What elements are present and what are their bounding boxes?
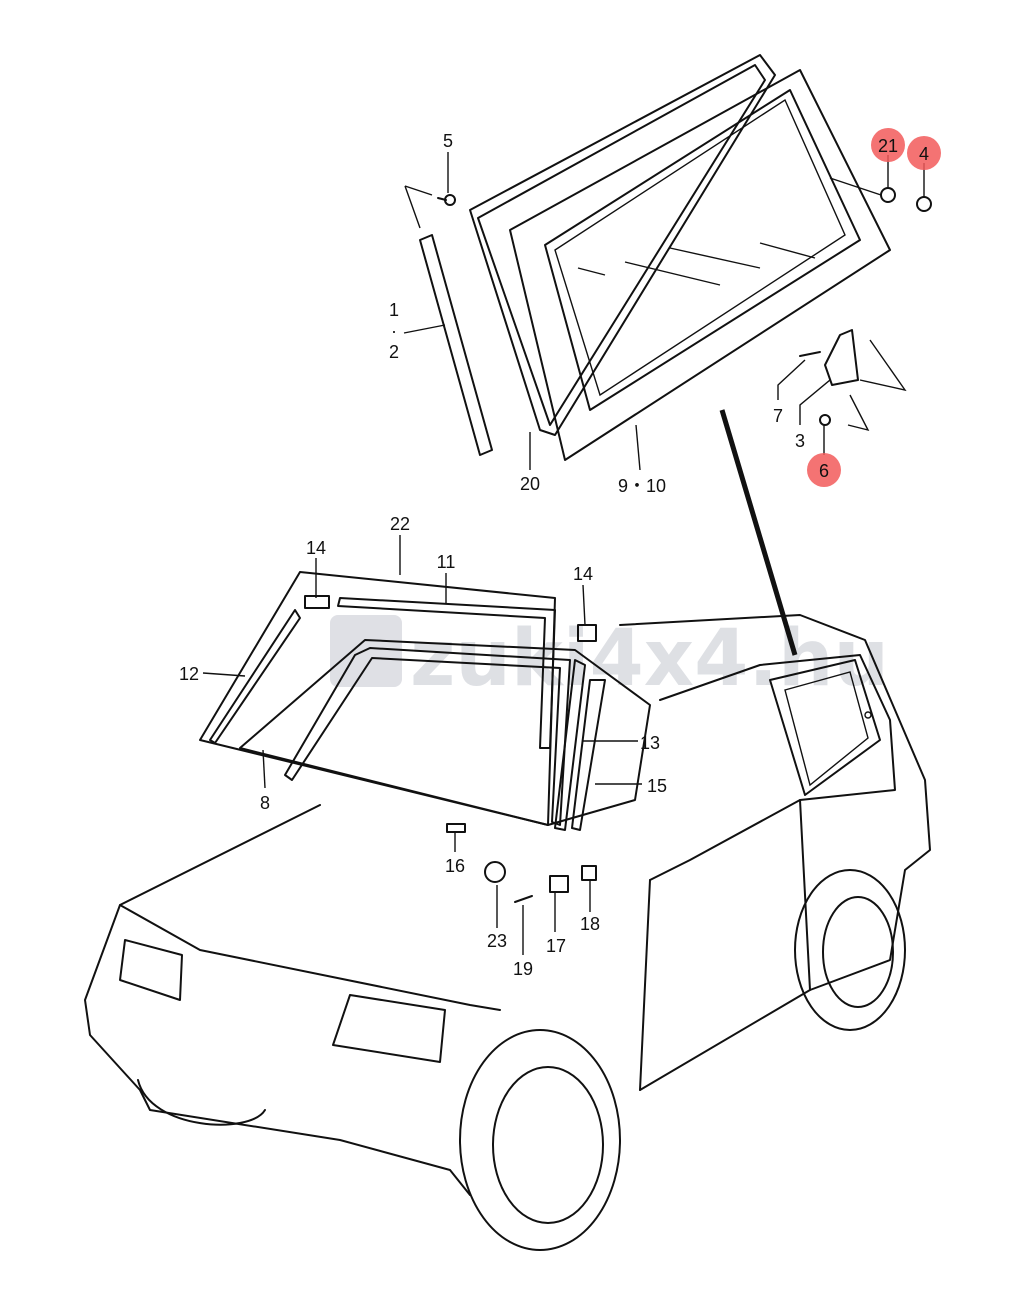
clip-18 (581, 865, 597, 881)
callout-2[interactable]: 2 (389, 342, 399, 362)
bracket-23 (484, 861, 506, 883)
callout-5[interactable]: 5 (443, 131, 453, 151)
molding-12 (209, 609, 301, 744)
callout-18[interactable]: 18 (580, 914, 600, 934)
watermark-text: zuki4x4.hu (410, 614, 889, 704)
callout-23[interactable]: 23 (487, 931, 507, 951)
callout-12[interactable]: 12 (179, 664, 199, 684)
glass-9-10 (509, 69, 891, 461)
clip-16 (446, 823, 466, 833)
watermark: zuki4x4.hu (330, 614, 889, 704)
molding-11 (337, 597, 556, 749)
callout-21[interactable]: 21 (878, 136, 898, 156)
callout-17[interactable]: 17 (546, 936, 566, 956)
callout-16[interactable]: 16 (445, 856, 465, 876)
callout-11[interactable]: 11 (437, 552, 456, 572)
molding-15 (571, 679, 606, 831)
callout-7[interactable]: 7 (773, 406, 783, 426)
highlight-21[interactable] (871, 128, 905, 162)
callout-15[interactable]: 15 (647, 776, 667, 796)
clip-14b (577, 624, 597, 642)
leader-lines (202, 152, 925, 955)
highlight-6[interactable] (807, 453, 841, 487)
screw-7 (799, 351, 821, 357)
screw-6 (819, 414, 831, 426)
glass-seal-20 (469, 54, 776, 436)
nut-21 (880, 187, 896, 203)
callout-3[interactable]: 3 (795, 431, 805, 451)
callout-8[interactable]: 8 (260, 793, 270, 813)
callout-14-left[interactable]: 14 (306, 538, 326, 558)
callout-20[interactable]: 20 (520, 474, 540, 494)
cap-4 (916, 196, 932, 212)
callout-1[interactable]: 1 (389, 300, 399, 320)
callout-6[interactable]: 6 (819, 461, 829, 481)
quarter-glass-assembly (404, 54, 932, 656)
callout-4[interactable]: 4 (919, 144, 929, 164)
callout-separator: · (391, 321, 397, 341)
callout-19[interactable]: 19 (513, 959, 533, 979)
highlight-4[interactable] (907, 136, 941, 170)
latch-3 (824, 329, 859, 386)
clip-14a (304, 595, 330, 609)
vehicle-outline (84, 614, 931, 1251)
molding-13 (554, 659, 586, 831)
molding-1-2 (419, 234, 493, 456)
callout-labels: 5 1 · 2 20 9・10 21 4 7 3 6 22 14 11 14 1… (179, 131, 929, 979)
watermark-logo-icon (330, 615, 402, 687)
callout-14-right[interactable]: 14 (573, 564, 593, 584)
screw-19 (514, 895, 533, 903)
callout-22[interactable]: 22 (390, 514, 410, 534)
callout-9-10[interactable]: 9・10 (618, 476, 666, 496)
callout-13[interactable]: 13 (640, 733, 660, 753)
windshield-assembly (199, 571, 651, 903)
clip-17 (549, 875, 569, 893)
